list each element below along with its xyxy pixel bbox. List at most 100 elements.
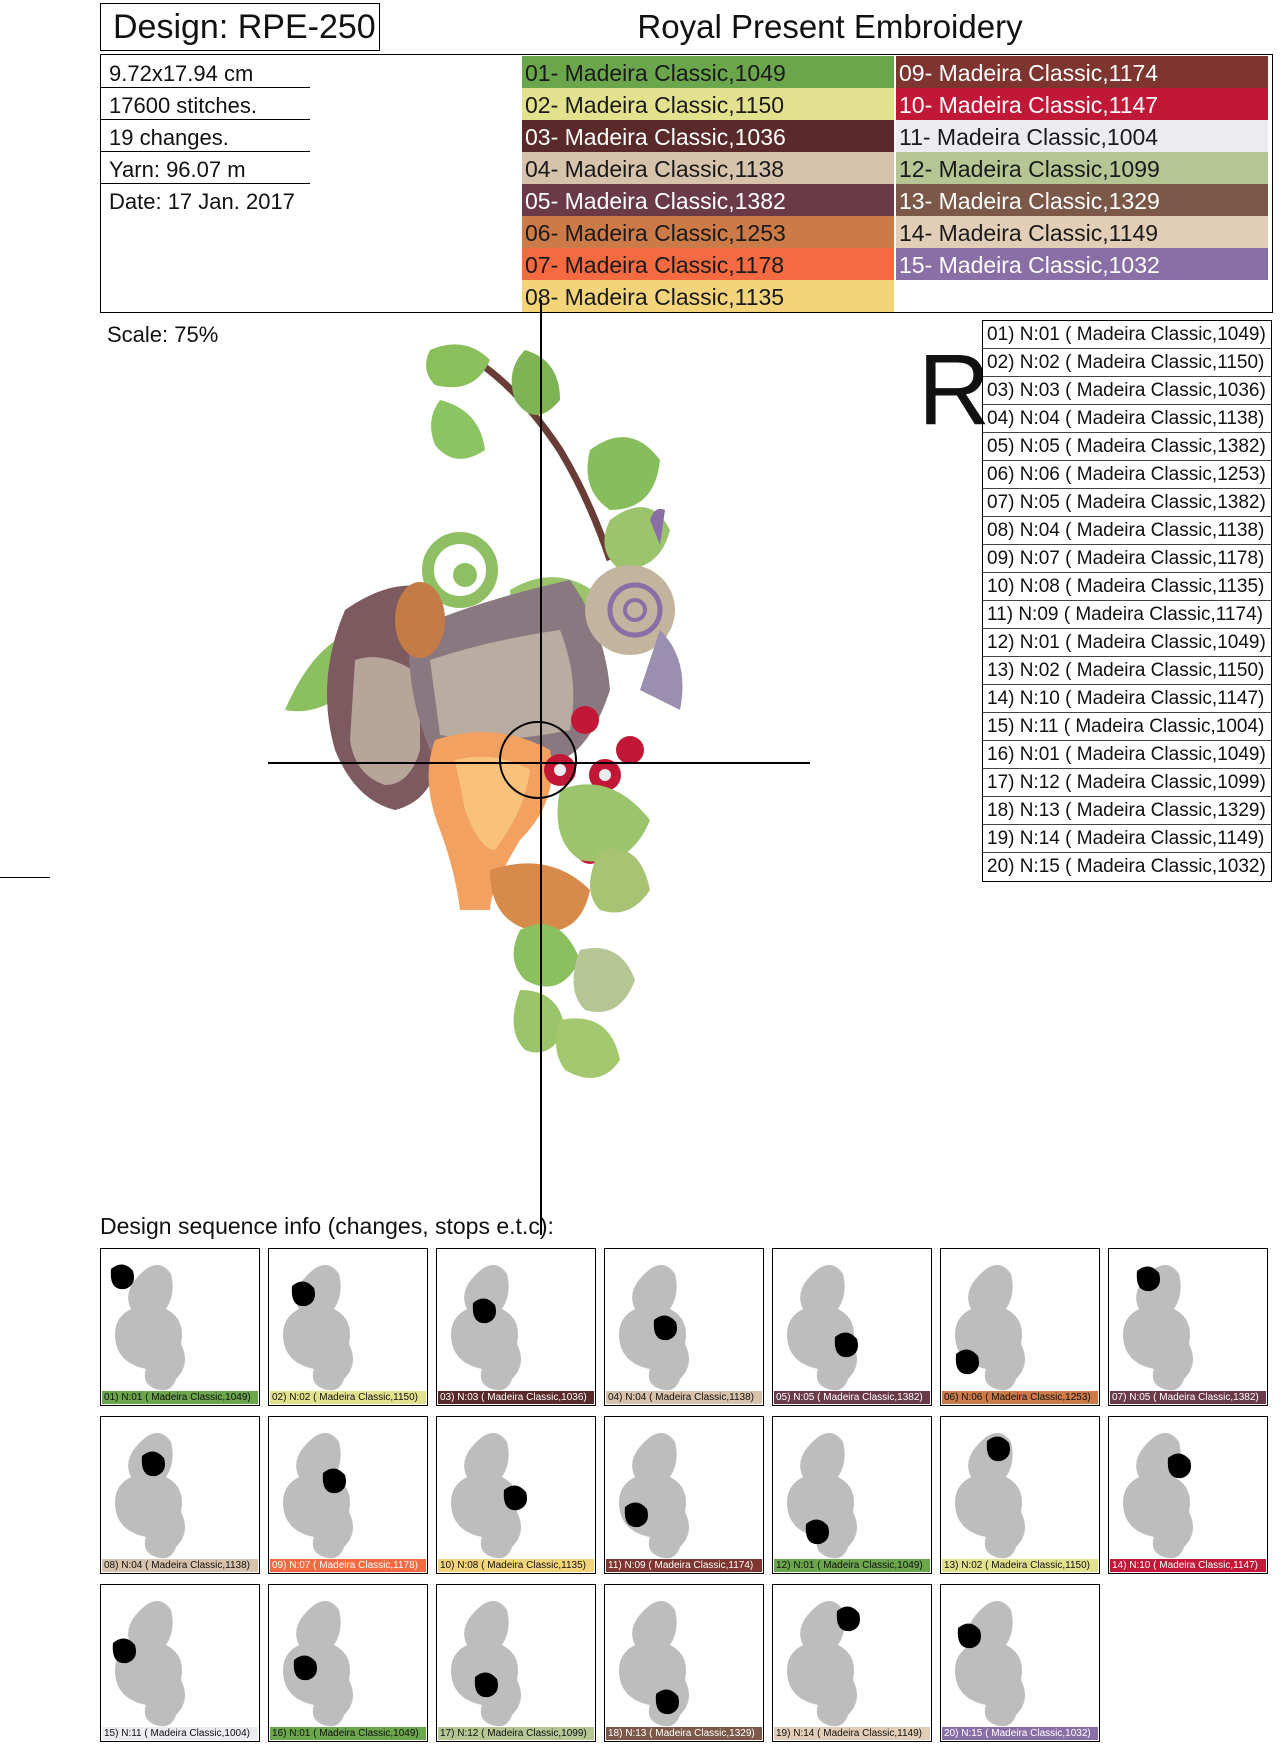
thumbnail-caption: 05) N:05 ( Madeira Classic,1382) <box>774 1391 930 1404</box>
thumbnail-caption: 07) N:05 ( Madeira Classic,1382) <box>1110 1391 1266 1404</box>
thumbnail-caption: 19) N:14 ( Madeira Classic,1149) <box>774 1727 930 1740</box>
thumbnail-caption: 15) N:11 ( Madeira Classic,1004) <box>102 1727 258 1740</box>
stitch-silhouette <box>283 1433 353 1559</box>
sequence-thumbnail: 02) N:02 ( Madeira Classic,1150) <box>268 1248 428 1406</box>
edge-tick <box>0 877 50 878</box>
sequence-item: 15) N:11 ( Madeira Classic,1004) <box>983 713 1271 741</box>
thumbnail-caption: 12) N:01 ( Madeira Classic,1049) <box>774 1559 930 1572</box>
thumbnail-caption: 17) N:12 ( Madeira Classic,1099) <box>438 1727 594 1740</box>
sequence-thumbnail: 06) N:06 ( Madeira Classic,1253) <box>940 1248 1100 1406</box>
stitch-silhouette <box>451 1601 521 1727</box>
design-info: 9.72x17.94 cm 17600 stitches. 19 changes… <box>100 56 310 216</box>
thumbnail-caption: 03) N:03 ( Madeira Classic,1036) <box>438 1391 594 1404</box>
stitch-silhouette <box>451 1265 521 1391</box>
stitch-silhouette <box>619 1265 689 1391</box>
design-size: 9.72x17.94 cm <box>100 56 310 88</box>
sequence-item: 13) N:02 ( Madeira Classic,1150) <box>983 657 1271 685</box>
stitch-silhouette <box>787 1265 858 1391</box>
sequence-item: 18) N:13 ( Madeira Classic,1329) <box>983 797 1271 825</box>
thumbnail-caption: 14) N:10 ( Madeira Classic,1147) <box>1110 1559 1266 1572</box>
sequence-item: 10) N:08 ( Madeira Classic,1135) <box>983 573 1271 601</box>
palette-swatch: 15- Madeira Classic,1032 <box>896 248 1268 280</box>
palette-swatch: 05- Madeira Classic,1382 <box>522 184 894 216</box>
stitch-silhouette <box>110 1264 185 1391</box>
yarn-length: Yarn: 96.07 m <box>100 152 310 184</box>
palette-swatch: 08- Madeira Classic,1135 <box>522 280 894 312</box>
stitch-silhouette <box>112 1601 185 1727</box>
stitch-silhouette <box>955 1265 1025 1391</box>
brand-title: Royal Present Embroidery <box>637 8 1023 45</box>
thumbnail-caption: 09) N:07 ( Madeira Classic,1178) <box>270 1559 426 1572</box>
stitch-silhouette <box>619 1433 689 1559</box>
palette-swatch: 02- Madeira Classic,1150 <box>522 88 894 120</box>
stitch-silhouette <box>283 1265 353 1391</box>
palette-swatch: 14- Madeira Classic,1149 <box>896 216 1268 248</box>
thumbnail-caption: 04) N:04 ( Madeira Classic,1138) <box>606 1391 762 1404</box>
stitch-silhouette <box>283 1601 353 1727</box>
palette-swatch: 06- Madeira Classic,1253 <box>522 216 894 248</box>
stitch-silhouette <box>619 1601 689 1727</box>
sequence-item: 16) N:01 ( Madeira Classic,1049) <box>983 741 1271 769</box>
sequence-item: 12) N:01 ( Madeira Classic,1049) <box>983 629 1271 657</box>
sequence-item: 01) N:01 ( Madeira Classic,1049) <box>983 321 1271 349</box>
sequence-thumbnail: 18) N:13 ( Madeira Classic,1329) <box>604 1584 764 1742</box>
scale-label: Scale: 75% <box>107 322 219 347</box>
sequence-thumbnail: 05) N:05 ( Madeira Classic,1382) <box>772 1248 932 1406</box>
sequence-thumbnail: 12) N:01 ( Madeira Classic,1049) <box>772 1416 932 1574</box>
sequence-thumbnail: 14) N:10 ( Madeira Classic,1147) <box>1108 1416 1268 1574</box>
thumbnail-caption: 11) N:09 ( Madeira Classic,1174) <box>606 1559 762 1572</box>
sequence-item: 20) N:15 ( Madeira Classic,1032) <box>987 856 1266 877</box>
palette-swatch: 01- Madeira Classic,1049 <box>522 56 894 88</box>
palette-swatch: 07- Madeira Classic,1178 <box>522 248 894 280</box>
sequence-item: 04) N:04 ( Madeira Classic,1138) <box>983 405 1271 433</box>
palette-swatch: 12- Madeira Classic,1099 <box>896 152 1268 184</box>
sequence-item: 03) N:03 ( Madeira Classic,1036) <box>983 377 1271 405</box>
sequence-thumbnail: 13) N:02 ( Madeira Classic,1150) <box>940 1416 1100 1574</box>
sequence-item: 11) N:09 ( Madeira Classic,1174) <box>983 601 1271 629</box>
sequence-list: 01) N:01 ( Madeira Classic,1049)02) N:02… <box>982 320 1272 882</box>
sequence-item: 05) N:05 ( Madeira Classic,1382) <box>983 433 1271 461</box>
thumbnail-caption: 02) N:02 ( Madeira Classic,1150) <box>270 1391 426 1404</box>
design-date: Date: 17 Jan. 2017 <box>109 189 295 214</box>
sequence-item: 06) N:06 ( Madeira Classic,1253) <box>983 461 1271 489</box>
sequence-item: 14) N:10 ( Madeira Classic,1147) <box>983 685 1271 713</box>
palette-swatch: 11- Madeira Classic,1004 <box>896 120 1268 152</box>
sequence-thumbnail: 11) N:09 ( Madeira Classic,1174) <box>604 1416 764 1574</box>
sequence-thumbnail: 01) N:01 ( Madeira Classic,1049) <box>100 1248 260 1406</box>
thumbnail-caption: 18) N:13 ( Madeira Classic,1329) <box>606 1727 762 1740</box>
stitch-silhouette <box>1123 1433 1193 1559</box>
sequence-thumbnail: 08) N:04 ( Madeira Classic,1138) <box>100 1416 260 1574</box>
embroidery-illustration <box>285 344 683 1078</box>
sequence-item: 19) N:14 ( Madeira Classic,1149) <box>983 825 1271 853</box>
sequence-item: 07) N:05 ( Madeira Classic,1382) <box>983 489 1271 517</box>
stitch-count: 17600 stitches. <box>100 88 310 120</box>
color-changes: 19 changes. <box>100 120 310 152</box>
center-circle <box>499 721 577 799</box>
sequence-thumbnail: 03) N:03 ( Madeira Classic,1036) <box>436 1248 596 1406</box>
sequence-thumbnail: 15) N:11 ( Madeira Classic,1004) <box>100 1584 260 1742</box>
design-id: Design: RPE-250 <box>100 3 380 51</box>
sequence-thumbnail: 17) N:12 ( Madeira Classic,1099) <box>436 1584 596 1742</box>
palette-swatch: 13- Madeira Classic,1329 <box>896 184 1268 216</box>
stitch-silhouette <box>955 1433 1025 1559</box>
stitch-silhouette <box>451 1433 527 1559</box>
orientation-marker: R <box>918 334 991 446</box>
palette-swatch: 10- Madeira Classic,1147 <box>896 88 1268 120</box>
palette-swatch: 03- Madeira Classic,1036 <box>522 120 894 152</box>
thumbnail-caption: 01) N:01 ( Madeira Classic,1049) <box>102 1391 258 1404</box>
stitch-silhouette <box>787 1433 857 1559</box>
stitch-silhouette <box>115 1433 185 1559</box>
thumbnail-caption: 13) N:02 ( Madeira Classic,1150) <box>942 1559 1098 1572</box>
palette-swatch: 09- Madeira Classic,1174 <box>896 56 1268 88</box>
sequence-item: 17) N:12 ( Madeira Classic,1099) <box>983 769 1271 797</box>
sequence-thumbnail: 10) N:08 ( Madeira Classic,1135) <box>436 1416 596 1574</box>
sequence-item: 09) N:07 ( Madeira Classic,1178) <box>983 545 1271 573</box>
sequence-item: 02) N:02 ( Madeira Classic,1150) <box>983 349 1271 377</box>
sequence-thumbnail: 07) N:05 ( Madeira Classic,1382) <box>1108 1248 1268 1406</box>
thumbnail-caption: 20) N:15 ( Madeira Classic,1032) <box>942 1727 1098 1740</box>
thumbnail-caption: 06) N:06 ( Madeira Classic,1253) <box>942 1391 1098 1404</box>
sequence-info-title: Design sequence info (changes, stops e.t… <box>100 1213 554 1239</box>
stitch-silhouette <box>787 1601 860 1727</box>
palette-swatch: 04- Madeira Classic,1138 <box>522 152 894 184</box>
embroidery-preview <box>260 330 820 1240</box>
